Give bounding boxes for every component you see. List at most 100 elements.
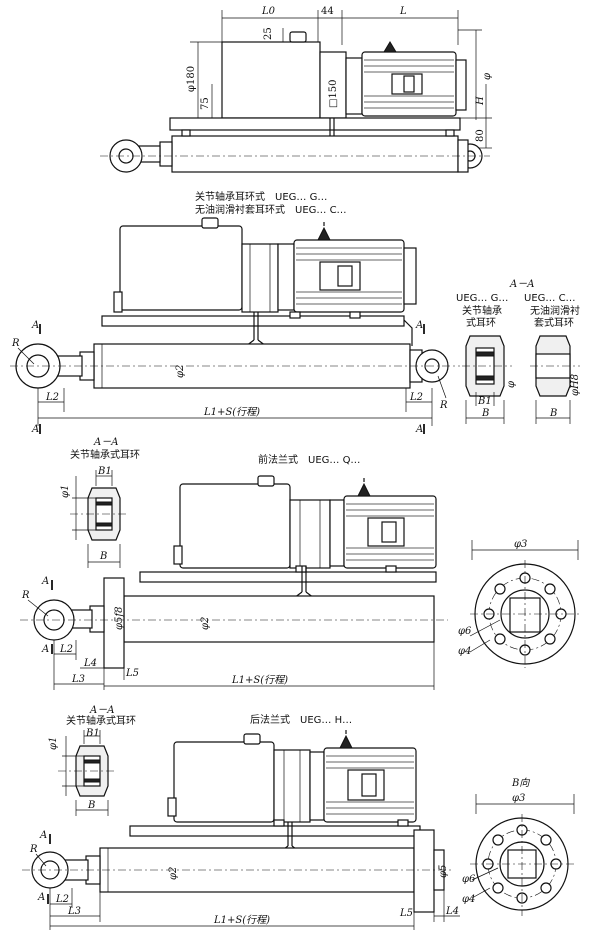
view2-label-A-bottom-left: A bbox=[31, 424, 39, 435]
view3-dim-L2: L2 bbox=[59, 644, 73, 655]
view3-phi1: φ1 bbox=[60, 485, 71, 498]
view3-section-bearing-eye: B1 φ1 B bbox=[60, 466, 128, 568]
view2-label-R-left: R bbox=[11, 338, 20, 349]
view3-base-plate bbox=[139, 571, 437, 583]
view3-caption: 前法兰式 UEG… Q… bbox=[258, 453, 360, 466]
view2-caption-2: 无油润滑衬套耳环式 UEG… C… bbox=[195, 203, 347, 216]
view4-phi6: φ6 bbox=[462, 874, 476, 885]
view4-motor bbox=[309, 730, 417, 823]
sectionAA1-left-name-1: 关节轴承 bbox=[462, 304, 502, 317]
sectionAA1-B-right: B bbox=[549, 408, 557, 419]
dim-sq150: □150 bbox=[328, 79, 339, 108]
view4-label-A-bottom: A bbox=[37, 892, 45, 903]
view-2-eye-type: 关节轴承耳环式 UEG… G… 无油润滑衬套耳环式 UEG… C… bbox=[10, 190, 460, 435]
view4-phi3: φ3 bbox=[512, 793, 525, 804]
dim-L0: L0 bbox=[261, 6, 276, 17]
view3-motor bbox=[329, 478, 437, 569]
view2-dim-L2-left: L2 bbox=[45, 392, 59, 403]
sectionAA1-phiH8: φH8 bbox=[570, 374, 581, 396]
dim-75: 75 bbox=[200, 97, 211, 110]
sectionAA1-B-left: B bbox=[481, 408, 489, 419]
view3-flange-end-view: φ3 φ6 φ4 bbox=[458, 539, 580, 668]
view3-phi4: φ4 bbox=[458, 646, 471, 657]
view3-pump-block bbox=[289, 499, 331, 569]
sectionAA1-left-name-2: 式耳环 bbox=[466, 316, 496, 329]
view1-base-plate bbox=[169, 117, 461, 131]
view4-dim-L1S: L1+S(行程) bbox=[213, 914, 270, 926]
sectionAA1-bearing-eye: B1 φ B bbox=[462, 335, 517, 424]
view4-caption: 后法兰式 UEG… H… bbox=[250, 713, 352, 726]
view3-B1: B1 bbox=[97, 466, 112, 477]
view4-B: B bbox=[87, 800, 95, 811]
dim-H: H bbox=[475, 96, 486, 106]
sectionAA1-left-code: UEG… G… bbox=[456, 293, 508, 304]
view1-filler-cap bbox=[289, 31, 307, 43]
view3-dim-L3: L3 bbox=[71, 674, 85, 685]
view4-phi1: φ1 bbox=[48, 737, 59, 750]
view2-pump-block bbox=[241, 243, 279, 313]
view1-cylinder bbox=[100, 129, 490, 173]
dim-44: 44 bbox=[321, 6, 334, 17]
section-AA-top-right: A－A UEG… G… UEG… C… 关节轴承 式耳环 无油润滑衬 套式耳环 … bbox=[456, 279, 581, 424]
view3-dim-L4: L4 bbox=[83, 658, 97, 669]
view4-bview-title: B向 bbox=[511, 777, 530, 789]
view2-dim-phi2: φ2 bbox=[175, 365, 186, 378]
view3-phi2: φ2 bbox=[200, 617, 211, 630]
view3-dim-L1S: L1+S(行程) bbox=[231, 674, 288, 686]
view1-oil-tank bbox=[221, 41, 321, 119]
view4-dim-L5: L5 bbox=[399, 908, 413, 919]
view2-dim-L1S: L1+S(行程) bbox=[203, 406, 260, 418]
dim-25: 25 bbox=[263, 27, 274, 40]
sectionAA1-right-name-2: 套式耳环 bbox=[534, 316, 574, 329]
view1-right-dimensions: φ H 80 bbox=[458, 29, 493, 149]
view2-base-plate bbox=[101, 315, 405, 327]
view4-oil-tank bbox=[173, 741, 275, 823]
sectionAA1-phi: φ bbox=[506, 381, 517, 388]
view2-filler-cap bbox=[201, 217, 219, 229]
dim-phi: φ bbox=[482, 73, 493, 80]
view2-label-A-top-left: A bbox=[31, 320, 39, 331]
view-4-rear-flange: 后法兰式 UEG… H… A－A 关节轴承式耳环 B1 φ1 B bbox=[22, 705, 576, 930]
view4-dim-L3: L3 bbox=[67, 906, 81, 917]
view4-dim-L2: L2 bbox=[55, 894, 69, 905]
view3-dim-L5: L5 bbox=[125, 668, 139, 679]
view2-dim-L2-right: L2 bbox=[409, 392, 423, 403]
view4-dim-L4: L4 bbox=[445, 906, 459, 917]
view4-label-A-top: A bbox=[39, 830, 47, 841]
view4-B1: B1 bbox=[85, 728, 100, 739]
view4-base-plate bbox=[129, 825, 421, 837]
view3-oil-tank bbox=[179, 483, 291, 569]
view1-top-dimensions: L0 44 L bbox=[221, 6, 459, 55]
view1-motor bbox=[345, 41, 467, 117]
view4-flange-B-view: B向 φ3 φ6 φ4 bbox=[462, 777, 576, 916]
view3-phi6: φ6 bbox=[458, 626, 472, 637]
view3-phi3: φ3 bbox=[514, 539, 527, 550]
sectionAA1-title: A－A bbox=[509, 279, 534, 290]
view1-pump-housing bbox=[319, 51, 347, 119]
view2-label-A-bottom-right: A bbox=[415, 424, 423, 435]
sectionAA1-B1: B1 bbox=[477, 396, 492, 407]
view2-motor bbox=[277, 222, 417, 313]
view4-phi2: φ2 bbox=[168, 867, 179, 880]
view2-caption-1: 关节轴承耳环式 UEG… G… bbox=[195, 190, 327, 203]
sectionAA1-right-name-1: 无油润滑衬 bbox=[530, 304, 580, 317]
view3-section-name: 关节轴承式耳环 bbox=[70, 448, 140, 461]
view3-section-title: A－A bbox=[93, 437, 118, 448]
view4-phi4: φ4 bbox=[462, 894, 475, 905]
view3-filler-cap bbox=[257, 475, 275, 487]
view4-filler-cap bbox=[243, 733, 261, 745]
view-3-front-flange: 前法兰式 UEG… Q… A－A 关节轴承式耳环 B1 φ1 B bbox=[20, 437, 580, 690]
sectionAA1-bush-eye: φH8 B bbox=[530, 335, 581, 424]
view3-label-A-bottom: A bbox=[41, 644, 49, 655]
view2-oil-tank bbox=[119, 225, 243, 311]
view4-label-R: R bbox=[29, 844, 38, 855]
view4-section-bearing-eye: B1 φ1 B bbox=[48, 728, 116, 816]
view3-cylinder: φ5f8 φ2 bbox=[20, 577, 448, 669]
view4-pump-block bbox=[273, 749, 311, 823]
view4-section-name: 关节轴承式耳环 bbox=[66, 714, 136, 727]
view2-label-R-right: R bbox=[439, 400, 448, 411]
view2-cylinder: φ2 bbox=[10, 343, 460, 389]
view3-label-R: R bbox=[21, 590, 30, 601]
view4-cylinder: φ2 φ5 bbox=[22, 829, 452, 913]
